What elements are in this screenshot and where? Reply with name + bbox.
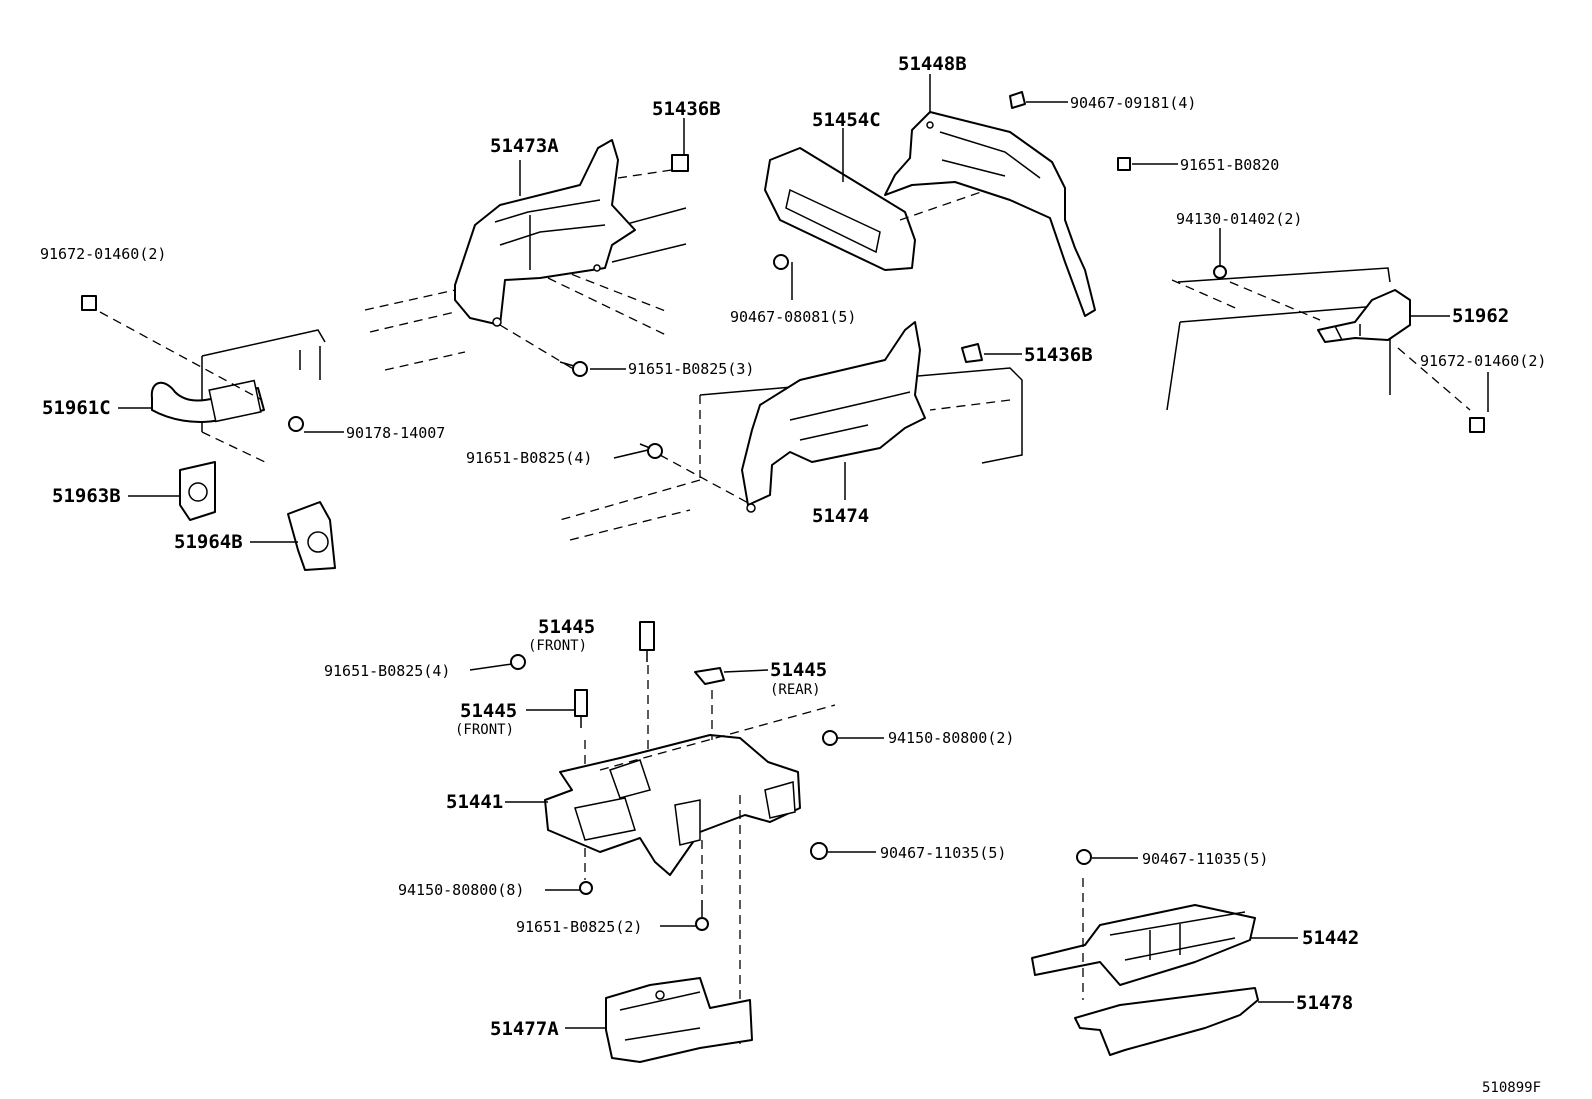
- part-51963B-shape: [179, 461, 216, 521]
- callout-51445-rear: 51445: [770, 659, 827, 681]
- callout-94150-80800-8: 94150-80800(8): [398, 881, 524, 899]
- callout-51442: 51442: [1302, 927, 1359, 949]
- part-51448B-shape: [884, 111, 1096, 317]
- part-51961C-shape: [150, 379, 265, 423]
- part-51478-shape: [1074, 987, 1259, 1056]
- callout-51445-front-top-note: (FRONT): [528, 638, 587, 654]
- callout-51445-rear-note: (REAR): [770, 682, 821, 698]
- callout-51441: 51441: [446, 791, 503, 813]
- callout-51445-front-low: 51445: [460, 700, 517, 722]
- part-51473A-shape: [454, 139, 686, 371]
- callout-51445-front-low-note: (FRONT): [455, 722, 514, 738]
- callout-94130-01402: 94130-01402(2): [1176, 210, 1302, 228]
- callout-51478: 51478: [1296, 992, 1353, 1014]
- callout-91651-B0825-2: 91651-B0825(2): [516, 918, 642, 936]
- callout-51477A: 51477A: [490, 1018, 559, 1040]
- diagram-code: 510899F: [1482, 1080, 1541, 1096]
- callout-90467-11035-a: 90467-11035(5): [880, 844, 1006, 862]
- callout-51436B-top: 51436B: [652, 98, 721, 120]
- callout-51961C: 51961C: [42, 397, 111, 419]
- callout-labels: 51448B 90467-09181(4) 51436B 51454C 5147…: [40, 53, 1546, 1096]
- part-51477A-shape: [605, 977, 753, 1063]
- callout-90467-08081: 90467-08081(5): [730, 308, 856, 326]
- part-51436B-mid-shape: [961, 343, 983, 363]
- callout-51473A: 51473A: [490, 135, 559, 157]
- frame-rails: [201, 207, 1391, 541]
- callout-51962: 51962: [1452, 305, 1509, 327]
- part-51445-shapes: [574, 621, 725, 728]
- callout-90178-14007: 90178-14007: [346, 424, 445, 442]
- callout-91651-B0820: 91651-B0820: [1180, 156, 1279, 174]
- callout-91651-B0825-4b: 91651-B0825(4): [324, 662, 450, 680]
- part-51964B-shape: [287, 501, 336, 571]
- callout-51474: 51474: [812, 505, 869, 527]
- callout-51436B-mid: 51436B: [1024, 344, 1093, 366]
- part-51436B-top-shape: [671, 154, 689, 172]
- fastener-shapes: [81, 91, 1485, 931]
- callout-51454C: 51454C: [812, 109, 881, 131]
- callout-51445-front-top: 51445: [538, 616, 595, 638]
- callout-90467-11035-b: 90467-11035(5): [1142, 850, 1268, 868]
- part-51474-shape: [741, 321, 926, 513]
- callout-51448B: 51448B: [898, 53, 967, 75]
- callout-90467-09181: 90467-09181(4): [1070, 94, 1196, 112]
- part-51442-shape: [1031, 878, 1256, 1000]
- part-51441-shape: [544, 665, 836, 1050]
- callout-91651-B0825-4a: 91651-B0825(4): [466, 449, 592, 467]
- leader-lines: [118, 74, 1489, 1029]
- callout-51964B: 51964B: [174, 531, 243, 553]
- callout-91651-B0825-3: 91651-B0825(3): [628, 360, 754, 378]
- callout-91672-01460-left: 91672-01460(2): [40, 245, 166, 263]
- part-51962-shape: [1317, 289, 1411, 343]
- callout-91672-01460-right: 91672-01460(2): [1420, 352, 1546, 370]
- callout-94150-80800-2: 94150-80800(2): [888, 729, 1014, 747]
- callout-51963B: 51963B: [52, 485, 121, 507]
